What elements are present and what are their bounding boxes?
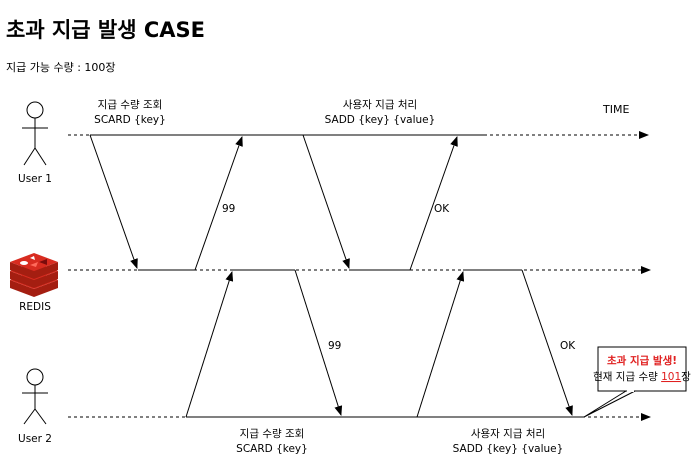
overpayment-alert-text: 초과 지급 발생! — [607, 354, 677, 367]
user1-scard-label-line2: SCARD {key} — [94, 114, 166, 126]
user2-sadd-request-arrow — [416, 271, 465, 418]
user1-actor-icon — [22, 101, 48, 166]
user1-label: User 1 — [18, 173, 52, 185]
user2-sadd-label-line2: SADD {key} {value} — [453, 443, 564, 455]
user1-sadd-request-arrow — [302, 134, 350, 269]
issuable-quantity-text: 지급 가능 수량 : 100장 — [6, 61, 116, 74]
current-issued-value: 101 — [661, 371, 681, 383]
user1-sadd-response-arrow — [409, 136, 458, 271]
current-issued-count-text: 현재 지급 수량 101장 — [593, 371, 691, 383]
user2-scard-response-label: 99 — [328, 340, 341, 352]
user2-sadd-response-arrow — [521, 269, 573, 416]
user1-scard-label-line1: 지급 수량 조회 — [98, 99, 163, 111]
user1-scard-request-arrow — [89, 134, 138, 269]
page-title: 초과 지급 발생 CASE — [6, 18, 205, 42]
redis-logo-icon — [10, 253, 58, 297]
user2-actor-icon — [22, 368, 48, 425]
user1-sadd-response-label: OK — [434, 203, 450, 215]
current-issued-prefix: 현재 지급 수량 — [593, 371, 661, 383]
user2-scard-label-line2: SCARD {key} — [236, 443, 308, 455]
user1-sadd-label-line2: SADD {key} {value} — [325, 114, 436, 126]
overpayment-callout: 초과 지급 발생! 현재 지급 수량 101장 — [583, 346, 691, 418]
user2-label: User 2 — [18, 433, 52, 445]
current-issued-suffix: 장 — [681, 371, 691, 383]
user2-sadd-label-line1: 사용자 지급 처리 — [471, 428, 545, 440]
user2-scard-label-line1: 지급 수량 조회 — [240, 428, 305, 440]
user1-scard-response-label: 99 — [222, 203, 235, 215]
user2-scard-response-arrow — [294, 269, 343, 416]
user1-scard-response-arrow — [194, 136, 243, 271]
time-label: TIME — [602, 103, 629, 116]
redis-label: REDIS — [19, 301, 51, 313]
user2-sadd-response-label: OK — [560, 340, 576, 352]
user2-scard-request-arrow — [185, 271, 234, 418]
user1-sadd-label-line1: 사용자 지급 처리 — [343, 99, 417, 111]
